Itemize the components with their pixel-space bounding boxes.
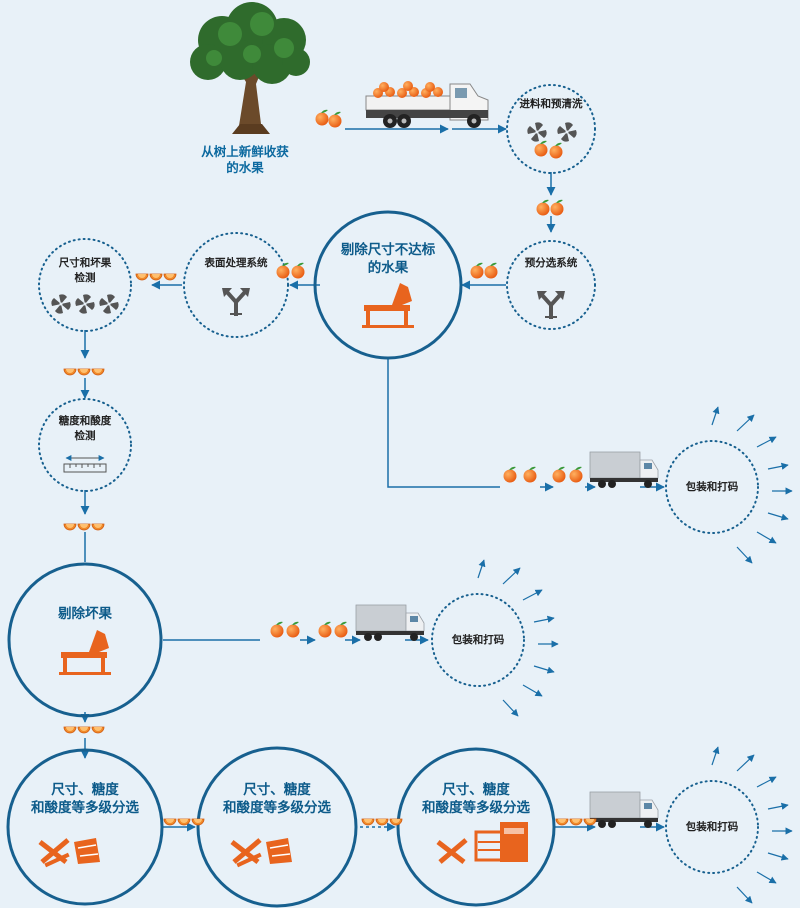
pack2-label: 包装和打码 xyxy=(451,634,505,646)
conveyor-machine-icon xyxy=(362,283,414,328)
size-defect-circle xyxy=(38,238,132,332)
feed-wash-label: 进料和预清洗 xyxy=(519,98,583,110)
pack1-circle xyxy=(665,440,759,534)
remove-bad-label: 剔除坏果 xyxy=(58,606,112,622)
grade3-circle xyxy=(396,747,556,907)
feed-wash-circle xyxy=(506,84,596,174)
presort-circle xyxy=(506,240,596,330)
conveyor-machine-icon xyxy=(59,630,111,675)
orange-slice-icon xyxy=(63,273,597,826)
pack3-label: 包装和打码 xyxy=(685,821,739,833)
harvest-title: 从树上新鲜收获 的水果 xyxy=(201,144,289,175)
tree-icon xyxy=(190,2,310,134)
truck-icon xyxy=(365,81,489,128)
grader-machine-icon xyxy=(436,822,528,864)
ruler-icon xyxy=(63,455,107,473)
pack1-label: 包装和打码 xyxy=(685,481,739,493)
sugar-acid-label: 糖度和酸度 检测 xyxy=(58,415,112,442)
box-truck-icon xyxy=(355,604,425,642)
grade1-circle xyxy=(6,748,164,906)
grade2-label: 尺寸、糖度 和酸度等多级分选 xyxy=(223,782,331,816)
grade2-circle xyxy=(196,746,358,908)
grade3-label: 尺寸、糖度 和酸度等多级分选 xyxy=(422,782,530,816)
remove-undersize-label: 剔除尺寸不达标 的水果 xyxy=(340,242,436,276)
pack3-circle xyxy=(665,780,759,874)
presort-label: 预分选系统 xyxy=(524,257,578,269)
orange-icon xyxy=(270,109,583,638)
remove-undersize-circle xyxy=(313,210,463,360)
size-defect-label: 尺寸和坏果 检测 xyxy=(58,257,112,284)
box-truck-icon xyxy=(589,791,659,829)
sugar-acid-circle xyxy=(38,398,132,492)
grade1-label: 尺寸、糖度 和酸度等多级分选 xyxy=(31,782,139,816)
box-truck-icon xyxy=(589,451,659,489)
grader-machine-icon xyxy=(40,838,100,867)
remove-bad-circle xyxy=(7,562,163,718)
grader-machine-icon xyxy=(232,838,292,867)
surface-label: 表面处理系统 xyxy=(204,257,268,269)
flow-reject-down xyxy=(387,358,500,488)
surface-circle xyxy=(183,232,289,338)
pack2-circle xyxy=(431,593,525,687)
